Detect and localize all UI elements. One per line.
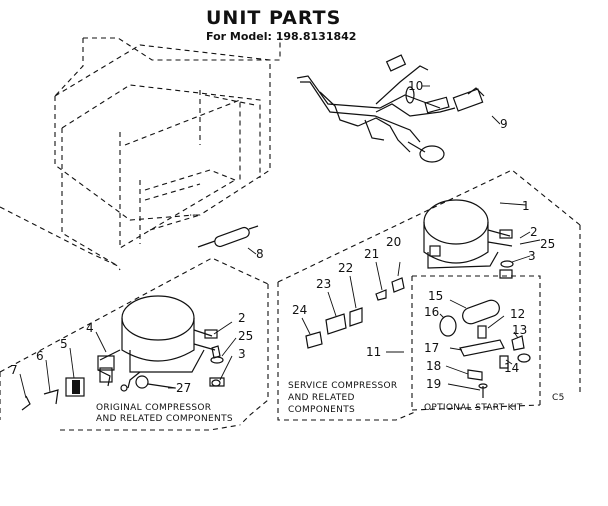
callout-14: 14 [504,361,519,375]
callout-21: 21 [364,247,379,261]
callout-19: 19 [426,377,441,391]
callout-25-service: 25 [540,237,555,251]
caption-original-line2: AND RELATED COMPONENTS [96,414,233,424]
service-compressor-group [277,169,581,421]
filter-drier [197,225,259,248]
callout-23: 23 [316,277,331,291]
callout-25-original: 25 [238,329,253,343]
callout-16: 16 [424,305,439,319]
callout-3-service: 3 [528,249,536,263]
caption-optional-start-kit: OPTIONAL START KIT [424,403,523,413]
wiring-harness [296,54,485,163]
callout-10: 10 [408,79,423,93]
callout-20: 20 [386,235,401,249]
callout-17: 17 [424,341,439,355]
callout-4: 4 [86,321,94,335]
callout-1: 1 [522,199,530,213]
callout-numbers: 10 9 8 1 2 25 3 20 21 22 23 24 11 15 16 … [10,79,555,395]
callout-8: 8 [256,247,264,261]
callout-27: 27 [176,381,191,395]
callout-9: 9 [500,117,508,131]
callout-5: 5 [60,337,68,351]
drawing-code: C5 [552,393,565,403]
callout-12: 12 [510,307,525,321]
callout-18: 18 [426,359,441,373]
refrigerator-cabinet-outline [0,37,281,271]
callout-24: 24 [292,303,307,317]
callout-3-original: 3 [238,347,246,361]
group-captions: ORIGINAL COMPRESSOR AND RELATED COMPONEN… [96,381,565,424]
page-title: UNIT PARTS [206,7,342,29]
caption-service-line3: COMPONENTS [288,405,355,415]
callout-15: 15 [428,289,443,303]
callout-6: 6 [36,349,44,363]
caption-service-line1: SERVICE COMPRESSOR [288,381,397,391]
callout-2-service: 2 [530,225,538,239]
callout-13: 13 [512,323,527,337]
model-number: For Model: 198.8131842 [206,30,357,43]
optional-start-kit-group [411,275,541,411]
callout-22: 22 [338,261,353,275]
callout-11: 11 [366,345,381,359]
caption-service-line2: AND RELATED [288,393,355,403]
callout-7: 7 [10,363,18,377]
leader-lines [19,85,541,399]
caption-original-line1: ORIGINAL COMPRESSOR [96,403,211,413]
original-compressor-group [0,257,269,431]
callout-2-original: 2 [238,311,246,325]
